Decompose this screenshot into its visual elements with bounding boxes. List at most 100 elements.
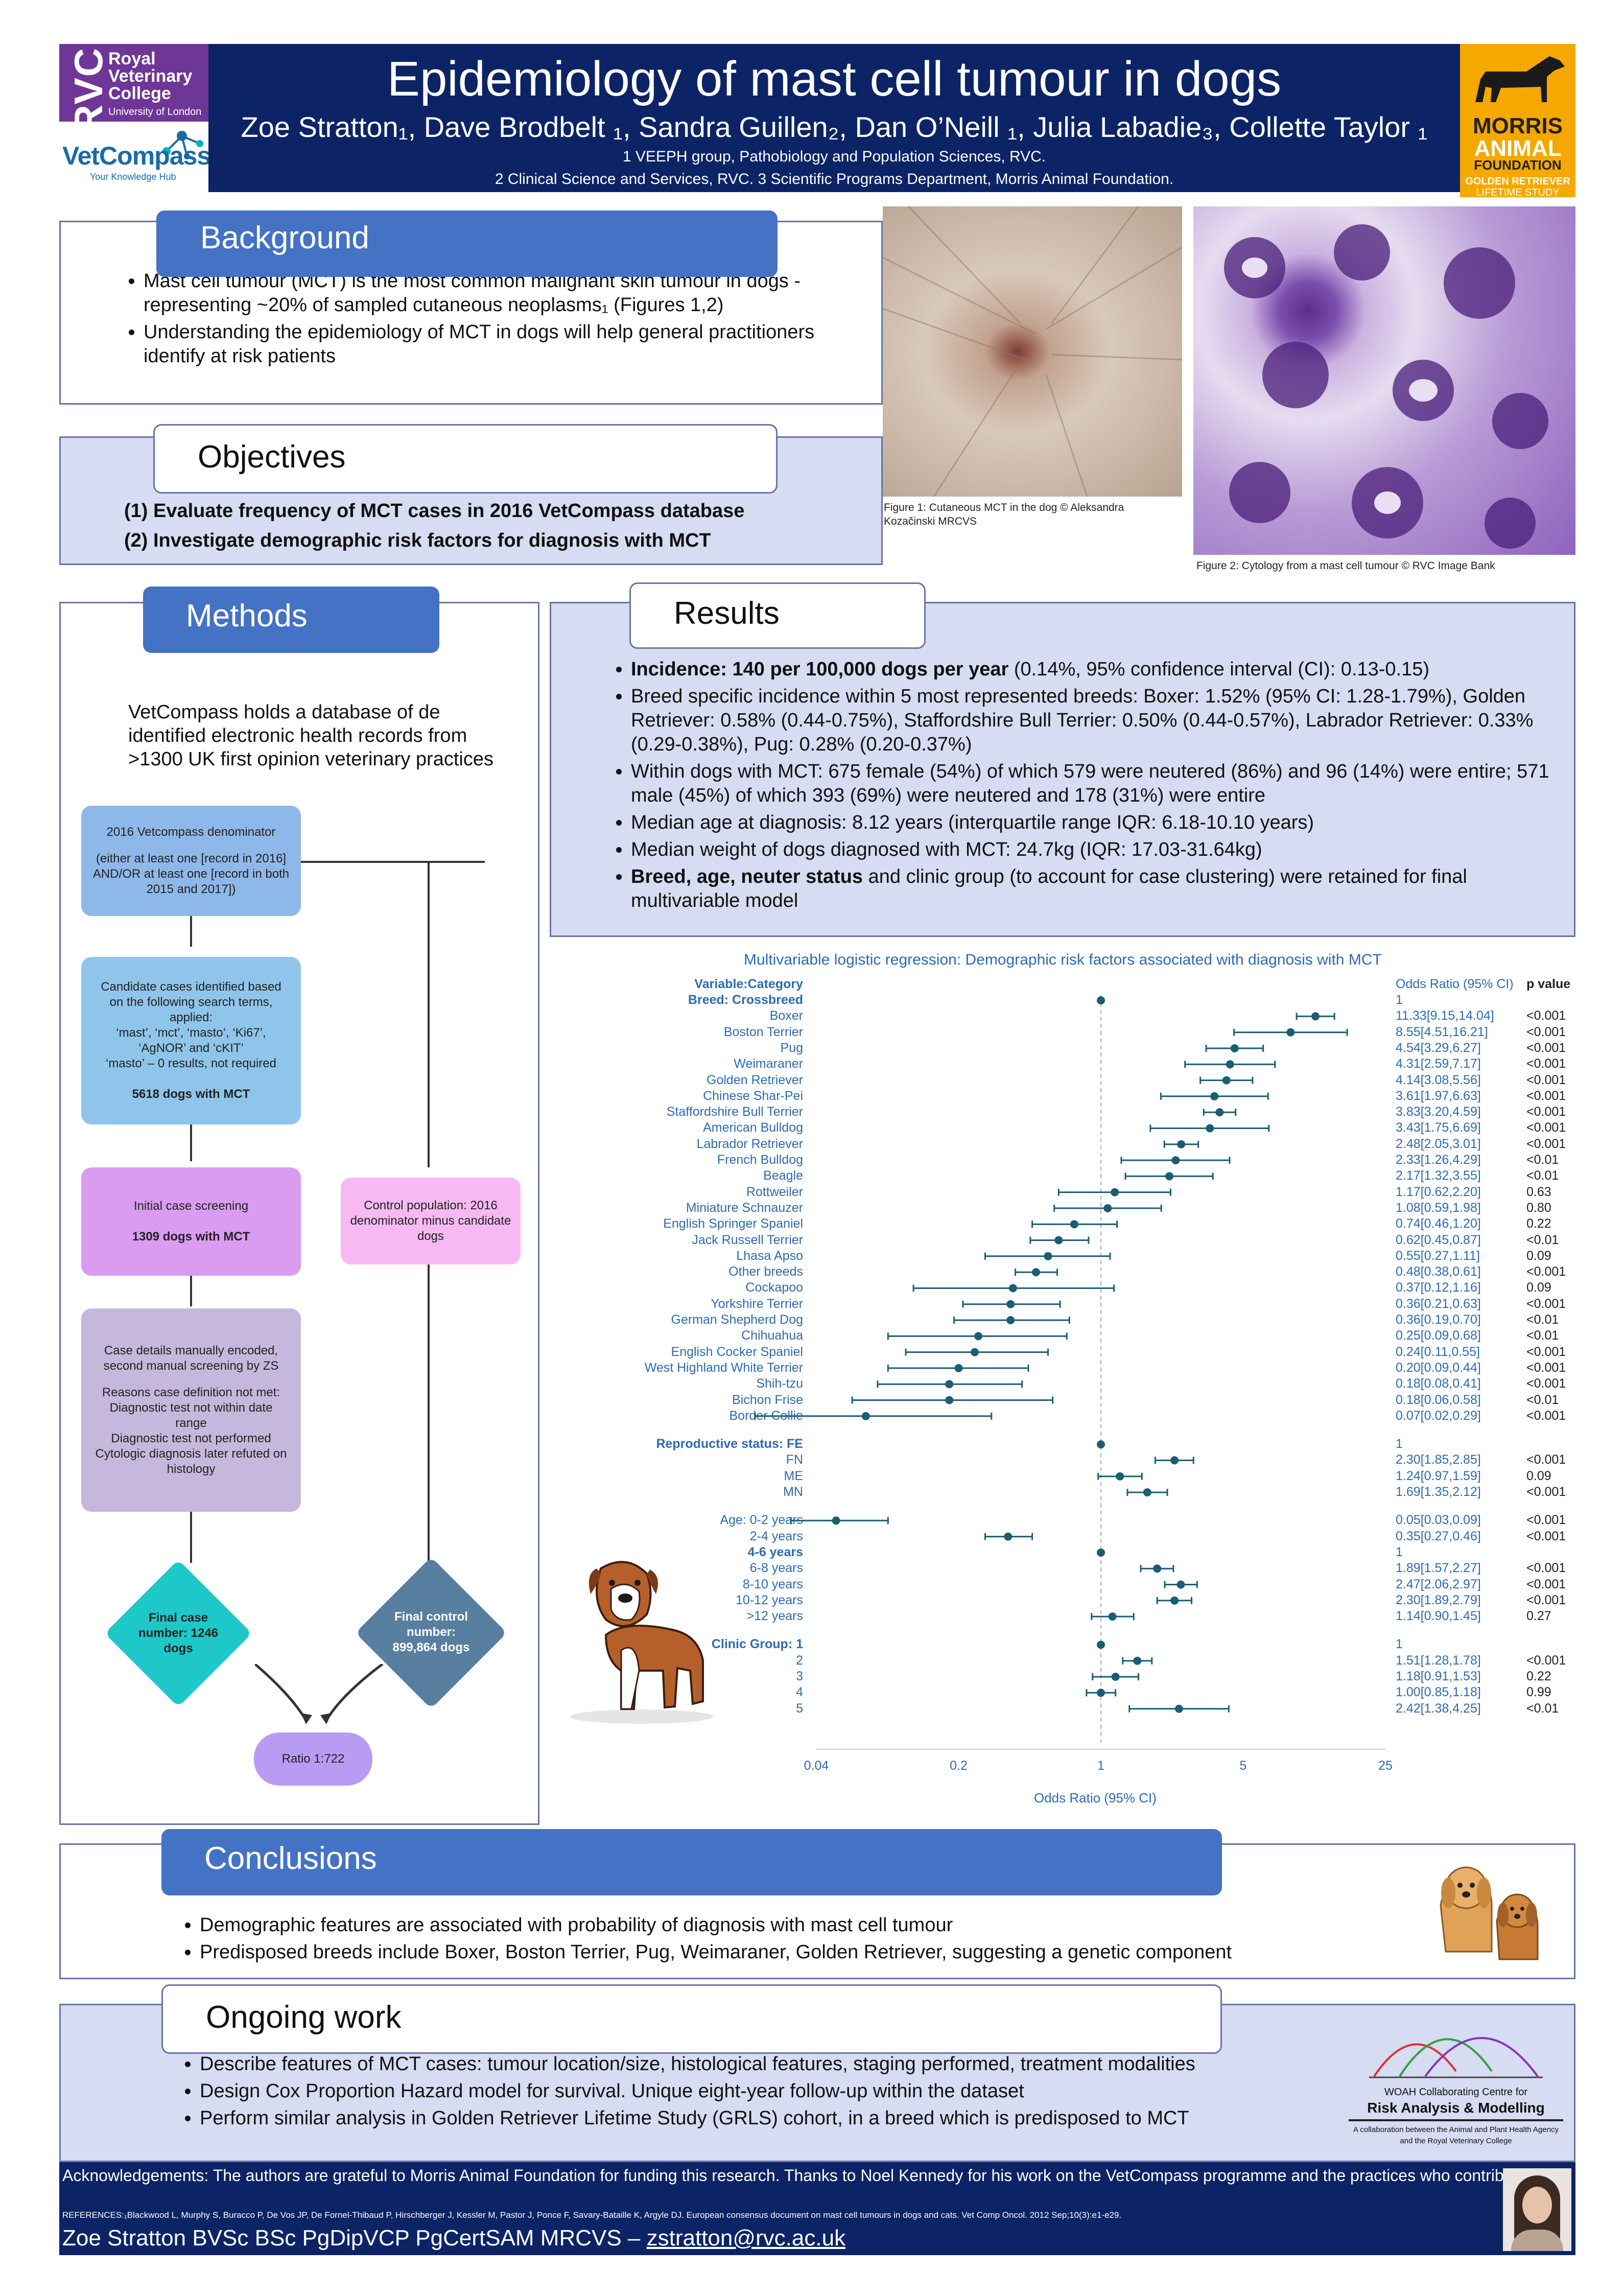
forest-row-or: 4.31[2.59,7.17] xyxy=(1396,1057,1481,1071)
forest-point xyxy=(1008,1284,1017,1293)
morris-line3: FOUNDATION xyxy=(1474,157,1562,173)
forest-row-or: 0.62[0.45,0.87] xyxy=(1396,1232,1481,1247)
forest-row-or: 0.48[0.38,0.61] xyxy=(1396,1264,1481,1279)
forest-row-or: 0.18[0.06,0.58] xyxy=(1396,1392,1481,1407)
forest-row-label: FN xyxy=(786,1452,803,1467)
forest-x-tick: 0.04 xyxy=(804,1759,829,1773)
forest-row-p: <0.001 xyxy=(1526,1485,1566,1499)
forest-row-or: 0.35[0.27,0.46] xyxy=(1396,1529,1481,1543)
forest-point xyxy=(1286,1028,1295,1037)
objective-1: (1) Evaluate frequency of MCT cases in 2… xyxy=(124,500,745,522)
forest-col-or: Odds Ratio (95% CI) xyxy=(1396,977,1514,991)
forest-row-p: <0.001 xyxy=(1526,1009,1566,1023)
forest-row-label: >12 years xyxy=(746,1609,804,1624)
rvc-line4: University of London xyxy=(108,106,202,118)
forest-row-label: Breed: Crossbreed xyxy=(688,993,803,1007)
woah-line3: A collaboration between the Animal and P… xyxy=(1353,2125,1559,2134)
conclusion-bullet: Demographic features are associated with… xyxy=(200,1913,1528,1937)
forest-row-or: 2.33[1.26,4.29] xyxy=(1396,1153,1481,1167)
forest-x-tick: 1 xyxy=(1097,1759,1104,1773)
forest-x-tick: 0.2 xyxy=(950,1759,968,1773)
forest-row-p: <0.001 xyxy=(1526,1561,1566,1576)
forest-point xyxy=(945,1396,954,1404)
rvc-line3: College xyxy=(108,84,171,103)
forest-row-p: <0.001 xyxy=(1526,1105,1566,1119)
author-photo xyxy=(1503,2168,1571,2251)
flow-control-box: Control population: 2016 denominator min… xyxy=(341,1178,521,1264)
golden-retriever-puppies-illustration xyxy=(1440,1866,1539,1960)
forest-row-p: <0.01 xyxy=(1526,1232,1559,1247)
results-bullet-model: Breed, age, neuter status and clinic gro… xyxy=(631,865,1581,913)
forest-row-p: <0.01 xyxy=(1526,1313,1559,1327)
forest-row-label: ME xyxy=(784,1468,804,1483)
flow-manual-title: Case details manually encoded, second ma… xyxy=(103,1344,279,1373)
retriever-silhouette-icon xyxy=(1475,56,1565,102)
flow-arrow xyxy=(190,1276,192,1306)
objectives-heading: Objectives xyxy=(153,424,778,494)
forest-row-label: 2-4 years xyxy=(749,1529,803,1543)
forest-row-or: 1.00[0.85,1.18] xyxy=(1396,1685,1481,1700)
background-heading: Background xyxy=(156,210,778,277)
forest-point xyxy=(1004,1532,1013,1541)
forest-row-or: 2.30[1.89,2.79] xyxy=(1396,1592,1481,1607)
flow-arrow xyxy=(428,1264,430,1566)
ongoing-bullet: Design Cox Proportion Hazard model for s… xyxy=(200,2079,1426,2103)
forest-row-p: 0.09 xyxy=(1526,1248,1551,1263)
morris-line2: ANIMAL xyxy=(1474,136,1562,161)
flow-candidate-count: 5618 dogs with MCT xyxy=(132,1087,250,1101)
forest-row-p: <0.001 xyxy=(1526,1120,1566,1135)
results-bullet: Median weight of dogs diagnosed with MCT… xyxy=(631,838,1581,862)
forest-row-p: <0.001 xyxy=(1526,1040,1566,1055)
poster-header: Epidemiology of mast cell tumour in dogs… xyxy=(208,44,1460,192)
poster-authors: Zoe Stratton₁, Dave Brodbelt ₁, Sandra G… xyxy=(241,111,1428,143)
forest-row-label: 5 xyxy=(796,1701,803,1716)
woah-line4: and the Royal Veterinary College xyxy=(1400,2137,1512,2145)
conclusion-bullet: Predisposed breeds include Boxer, Boston… xyxy=(200,1940,1528,1964)
forest-point xyxy=(1054,1236,1063,1245)
forest-x-tick: 25 xyxy=(1378,1759,1393,1773)
forest-row-or: 3.83[3.20,4.59] xyxy=(1396,1105,1481,1119)
forest-point xyxy=(1226,1060,1234,1069)
forest-point xyxy=(1170,1596,1179,1605)
ongoing-bullet: Perform similar analysis in Golden Retri… xyxy=(200,2106,1426,2130)
forest-point xyxy=(1230,1044,1239,1052)
affiliation-1: 1 VEEPH group, Pathobiology and Populati… xyxy=(622,148,1046,165)
footer-contact: Zoe Stratton BVSc BSc PgDipVCP PgCertSAM… xyxy=(62,2225,845,2251)
forest-row-label: American Bulldog xyxy=(703,1120,803,1135)
forest-row-or: 0.25[0.09,0.68] xyxy=(1396,1328,1481,1343)
flow-manual-reason-3: Cytologic diagnosis later refuted on his… xyxy=(95,1447,287,1476)
network-icon xyxy=(162,131,203,159)
forest-row-label: Rottweiler xyxy=(746,1184,803,1199)
forest-point xyxy=(1170,1456,1179,1465)
forest-point xyxy=(1143,1488,1151,1496)
footer-email-link[interactable]: zstratton@rvc.ac.uk xyxy=(646,2225,846,2251)
forest-row-p: <0.01 xyxy=(1526,1328,1559,1343)
flow-final-case-text: Final case number: 1246 dogs xyxy=(138,1611,219,1655)
objective-2: (2) Investigate demographic risk factors… xyxy=(124,530,711,551)
forest-row-label: Staffordshire Bull Terrier xyxy=(666,1105,803,1119)
forest-plot: Multivariable logistic regression: Demog… xyxy=(550,945,1575,1814)
forest-row-label: Boston Terrier xyxy=(723,1024,803,1039)
forest-row-p: <0.01 xyxy=(1526,1168,1559,1183)
flow-final-control-diamond: Final control number: 899,864 dogs xyxy=(355,1557,507,1709)
morris-line5: LIFETIME STUDY xyxy=(1476,187,1560,198)
forest-row-p: <0.001 xyxy=(1526,1376,1566,1391)
forest-row-or: 1.24[0.97,1.59] xyxy=(1396,1468,1481,1483)
forest-row-label: Chinese Shar-Pei xyxy=(703,1088,803,1103)
forest-row-p: <0.01 xyxy=(1526,1701,1559,1716)
forest-point xyxy=(1006,1300,1015,1308)
forest-row-label: Chihuahua xyxy=(741,1328,803,1343)
forest-row-p: <0.001 xyxy=(1526,1653,1566,1668)
vetcompass-logo: VetCompass Your Knowledge Hub xyxy=(59,126,211,187)
forest-point xyxy=(832,1516,840,1525)
figure2-caption: Figure 2: Cytology from a mast cell tumo… xyxy=(1196,560,1495,572)
results-bullet-incidence: Incidence: 140 per 100,000 dogs per year… xyxy=(631,658,1581,682)
flow-screening-title: Initial case screening xyxy=(133,1199,249,1213)
forest-point xyxy=(1222,1076,1231,1085)
woah-line2: Risk Analysis & Modelling xyxy=(1367,2100,1545,2116)
forest-point xyxy=(1097,1440,1105,1449)
footer-acknowledgements: Acknowledgements: The authors are gratef… xyxy=(62,2166,1531,2185)
forest-point xyxy=(1171,1156,1180,1164)
forest-row-or: 1 xyxy=(1396,1437,1403,1451)
forest-row-p: <0.001 xyxy=(1526,1592,1566,1607)
